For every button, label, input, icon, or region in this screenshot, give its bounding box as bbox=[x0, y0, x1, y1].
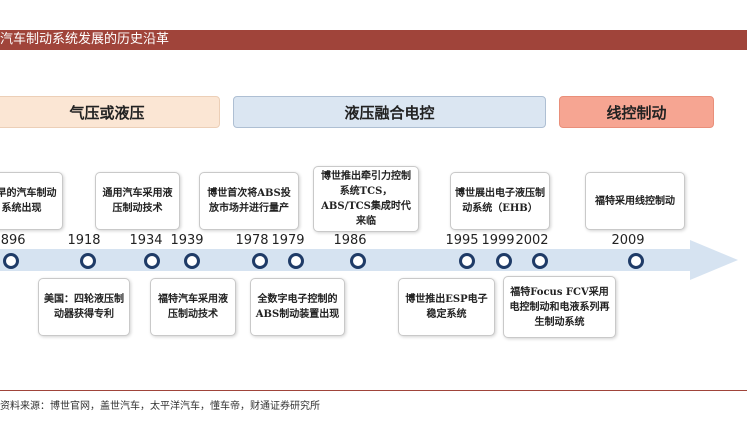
event-text: 博世首次将ABS投放市场并进行量产 bbox=[207, 188, 291, 214]
figure-title-bar: 汽车制动系统发展的历史沿革 bbox=[0, 30, 747, 50]
timeline-marker bbox=[532, 253, 548, 269]
event-text: 全数字电子控制的ABS制动装置出现 bbox=[255, 294, 340, 320]
year-label: 2009 bbox=[611, 233, 645, 248]
event-card-bottom-1918: 美国：四轮液压制动器获得专利 bbox=[38, 278, 130, 336]
timeline-marker bbox=[496, 253, 512, 269]
event-text: 福特采用线控制动 bbox=[595, 195, 675, 207]
source-divider bbox=[0, 390, 747, 391]
timeline-marker bbox=[350, 253, 366, 269]
timeline-marker bbox=[144, 253, 160, 269]
event-card-bottom-1995: 博世推出ESP电子稳定系统 bbox=[398, 278, 495, 336]
event-card-bottom-1939: 福特汽车采用液压制动技术 bbox=[150, 278, 236, 336]
timeline-marker bbox=[252, 253, 268, 269]
timeline-marker bbox=[184, 253, 200, 269]
source-note: 资料来源：博世官网，盖世汽车，太平洋汽车，懂车帝，财通证券研究所 bbox=[0, 401, 320, 412]
event-card-top-1986: 博世推出牵引力控制系统TCS，ABS/TCS集成时代来临 bbox=[313, 166, 419, 232]
year-label: 1999 bbox=[481, 233, 515, 248]
event-card-top-1999: 博世展出电子液压制动系统（EHB） bbox=[450, 172, 550, 230]
phase-pneumatic-hydraulic: 气压或液压 bbox=[0, 96, 220, 128]
phase-hydraulic-electronic: 液压融合电控 bbox=[233, 96, 546, 128]
event-text: 博世推出牵引力控制系统TCS，ABS/TCS集成时代来临 bbox=[321, 171, 411, 227]
event-card-bottom-2002: 福特Focus FCV采用电控制动和电液系列再生制动系统 bbox=[503, 276, 616, 338]
year-label: 1995 bbox=[445, 233, 479, 248]
year-label: 1934 bbox=[129, 233, 163, 248]
event-text: 福特汽车采用液压制动技术 bbox=[158, 294, 228, 320]
event-card-bottom-1979: 全数字电子控制的ABS制动装置出现 bbox=[250, 278, 345, 336]
phase-brake-by-wire: 线控制动 bbox=[559, 96, 714, 128]
timeline-marker bbox=[459, 253, 475, 269]
year-label: 1986 bbox=[333, 233, 367, 248]
timeline-marker bbox=[288, 253, 304, 269]
year-label: 1918 bbox=[67, 233, 101, 248]
timeline-arrow bbox=[0, 240, 738, 280]
year-label: 2002 bbox=[515, 233, 549, 248]
event-text: 美国：四轮液压制动器获得专利 bbox=[44, 294, 124, 320]
event-text: 博世展出电子液压制动系统（EHB） bbox=[455, 188, 545, 214]
timeline-marker bbox=[3, 253, 19, 269]
event-card-top-1934: 通用汽车采用液压制动技术 bbox=[95, 172, 180, 230]
event-text: 博世推出ESP电子稳定系统 bbox=[405, 294, 488, 320]
timeline-marker bbox=[80, 253, 96, 269]
year-label: 1896 bbox=[0, 233, 26, 248]
event-text: 最早的汽车制动系统出现 bbox=[0, 188, 57, 214]
event-card-top-1896: 最早的汽车制动系统出现 bbox=[0, 172, 63, 230]
figure-title: 汽车制动系统发展的历史沿革 bbox=[0, 32, 170, 47]
year-label: 1978 bbox=[235, 233, 269, 248]
event-text: 福特Focus FCV采用电控制动和电液系列再生制动系统 bbox=[509, 286, 610, 328]
event-card-top-1978: 博世首次将ABS投放市场并进行量产 bbox=[199, 172, 299, 230]
event-card-top-2009: 福特采用线控制动 bbox=[585, 172, 685, 230]
year-label: 1939 bbox=[170, 233, 204, 248]
event-text: 通用汽车采用液压制动技术 bbox=[102, 188, 173, 214]
year-label: 1979 bbox=[271, 233, 305, 248]
timeline-marker bbox=[628, 253, 644, 269]
